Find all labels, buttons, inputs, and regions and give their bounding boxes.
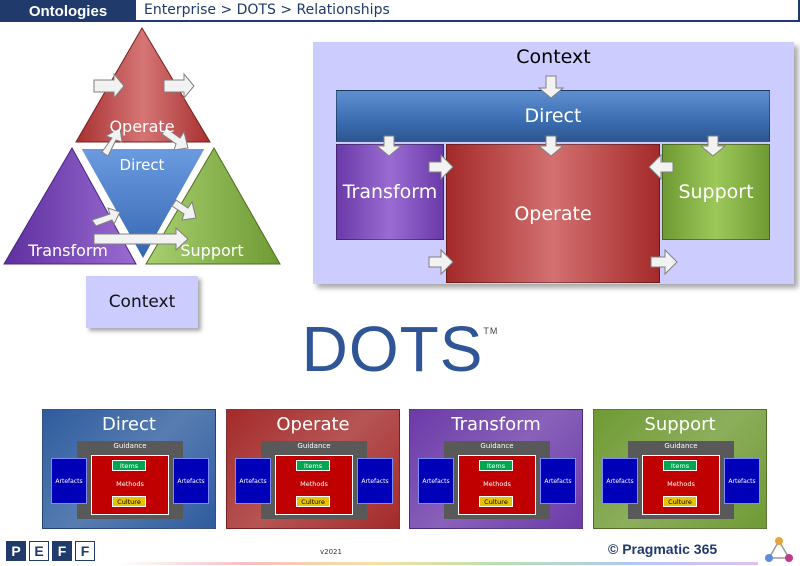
artefacts-left: Artefacts	[235, 458, 271, 504]
triangle-operate-label: Operate	[109, 117, 174, 136]
guidance-box: Guidance Items Methods Culture	[628, 441, 734, 519]
triangle-support-label: Support	[180, 241, 243, 260]
context-support-block: Support	[662, 144, 770, 240]
context-flow-arrows	[375, 75, 727, 276]
artefacts-right: Artefacts	[357, 458, 393, 504]
card-title: Transform	[451, 414, 541, 435]
methods-box: Items Methods Culture	[275, 455, 353, 515]
methods-box: Items Methods Culture	[642, 455, 720, 515]
culture-tag: Culture	[296, 496, 330, 507]
card-title: Support	[644, 414, 716, 435]
pragmatic-brand: © Pragmatic 365	[608, 541, 718, 557]
culture-tag: Culture	[112, 496, 146, 507]
card-direct[interactable]: Direct Guidance Items Methods Culture Ar…	[42, 409, 216, 529]
version-label: v2021	[320, 548, 342, 556]
methods-label: Methods	[300, 480, 328, 488]
context-direct-block: Direct	[336, 90, 770, 142]
card-support[interactable]: Support Guidance Items Methods Culture A…	[593, 409, 767, 529]
peff-letter: P	[6, 541, 26, 561]
card-title: Direct	[102, 414, 156, 435]
guidance-box: Guidance Items Methods Culture	[77, 441, 183, 519]
triangle-transform-label: Transform	[27, 241, 108, 260]
items-tag: Items	[296, 460, 330, 471]
card-operate[interactable]: Operate Guidance Items Methods Culture A…	[226, 409, 400, 529]
items-tag: Items	[479, 460, 513, 471]
methods-box: Items Methods Culture	[458, 455, 536, 515]
dots-title-text: DOTS	[301, 313, 484, 385]
culture-tag: Culture	[663, 496, 697, 507]
dots-triangle-diagram: Operate Direct Transform Support	[3, 27, 281, 265]
artefacts-right: Artefacts	[724, 458, 760, 504]
trademark-mark: TM	[483, 326, 499, 336]
artefacts-right: Artefacts	[173, 458, 209, 504]
culture-tag: Culture	[479, 496, 513, 507]
peff-letter: F	[75, 541, 95, 561]
context-operate-block: Operate	[446, 144, 660, 283]
methods-label: Methods	[483, 480, 511, 488]
guidance-box: Guidance Items Methods Culture	[261, 441, 367, 519]
triangle-direct-label: Direct	[120, 156, 165, 174]
context-title: Context	[516, 46, 591, 68]
breadcrumb[interactable]: Enterprise > DOTS > Relationships	[136, 0, 800, 22]
molecule-logo-icon	[765, 537, 793, 562]
card-title: Operate	[276, 414, 350, 435]
guidance-label: Guidance	[480, 442, 514, 450]
guidance-label: Guidance	[664, 442, 698, 450]
artefacts-left: Artefacts	[51, 458, 87, 504]
flow-arrows	[91, 72, 197, 252]
card-transform[interactable]: Transform Guidance Items Methods Culture…	[409, 409, 583, 529]
items-tag: Items	[112, 460, 146, 471]
artefacts-left: Artefacts	[602, 458, 638, 504]
footer-rainbow-rule	[118, 562, 758, 565]
guidance-box: Guidance Items Methods Culture	[444, 441, 550, 519]
section-title: Ontologies	[0, 0, 136, 22]
items-tag: Items	[663, 460, 697, 471]
artefacts-left: Artefacts	[418, 458, 454, 504]
context-transform-block: Transform	[336, 144, 444, 240]
peff-letter: F	[52, 541, 72, 561]
peff-logo: P E F F	[6, 541, 95, 561]
peff-letter: E	[29, 541, 49, 561]
methods-box: Items Methods Culture	[91, 455, 169, 515]
triangle-context-box: Context	[86, 276, 198, 328]
methods-label: Methods	[116, 480, 144, 488]
methods-label: Methods	[667, 480, 695, 488]
dots-title: DOTSTM	[250, 312, 550, 386]
artefacts-right: Artefacts	[540, 458, 576, 504]
guidance-label: Guidance	[297, 442, 331, 450]
guidance-label: Guidance	[113, 442, 147, 450]
